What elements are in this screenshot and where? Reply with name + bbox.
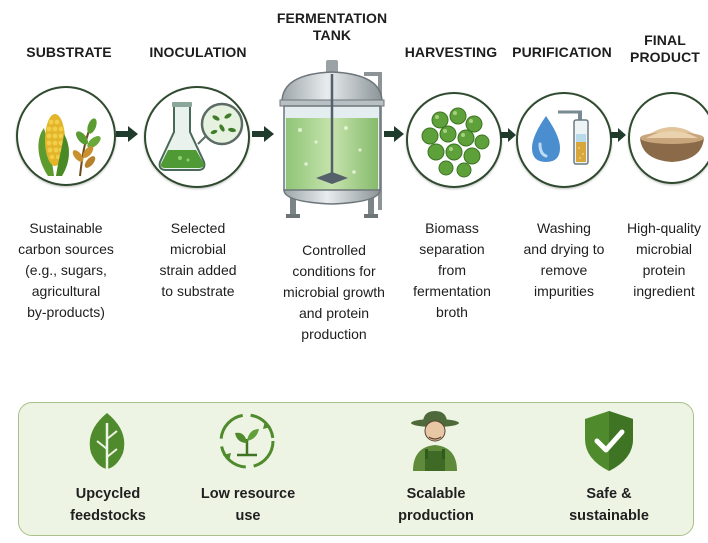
step-title-purification: PURIFICATION — [512, 44, 612, 60]
leaf-icon — [89, 413, 125, 471]
benefit-label-low-resource: Low resource use — [200, 486, 296, 524]
flask-microbes-icon — [144, 86, 250, 188]
arrow-right-icon — [500, 128, 516, 142]
water-drop-filter-icon — [516, 92, 612, 188]
recycle-plant-icon — [219, 413, 275, 469]
step-description-substrate: Sustainable carbon sources (e.g., sugars… — [18, 220, 114, 320]
benefit-label-upcycled: Upcycled feedstocks — [70, 486, 146, 524]
step-description-harvesting: Biomass separation from fermentation bro… — [413, 220, 491, 320]
arrow-right-icon — [116, 126, 138, 142]
bioreactor-tank-icon — [276, 60, 388, 222]
farmer-icon — [411, 411, 459, 471]
step-description-inoculation: Selected microbial strain added to subst… — [159, 220, 237, 299]
arrow-right-icon — [252, 126, 274, 142]
benefit-label-safe: Safe & sustainable — [569, 486, 649, 524]
arrow-right-icon — [384, 126, 404, 142]
step-title-harvesting: HARVESTING — [404, 44, 498, 60]
step-description-fermentation-tank: Controlled conditions for microbial grow… — [283, 242, 385, 342]
step-title-inoculation: INOCULATION — [149, 44, 247, 60]
step-title-substrate: SUBSTRATE — [26, 44, 112, 60]
benefits-panel: Upcycled feedstocks Low resource use Sca… — [18, 402, 694, 536]
step-title-fermentation-tank: FERMENTATION TANK — [276, 10, 388, 43]
corn-wheat-icon — [16, 86, 116, 186]
shield-check-icon — [585, 411, 633, 471]
benefit-label-scalable: Scalable production — [398, 486, 474, 524]
step-title-final-product: FINAL PRODUCT — [630, 32, 700, 65]
step-description-final-product: High-quality microbial protein ingredien… — [627, 220, 701, 299]
biomass-cells-icon — [406, 92, 502, 188]
arrow-right-icon — [610, 128, 626, 142]
step-description-purification: Washing and drying to remove impurities — [523, 220, 605, 299]
protein-powder-bowl-icon — [628, 92, 708, 184]
